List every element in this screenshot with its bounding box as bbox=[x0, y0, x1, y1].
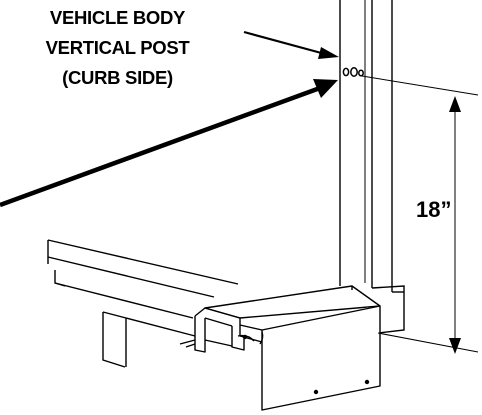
vertical-post bbox=[339, 0, 393, 292]
callout-line-3: (CURB SIDE) bbox=[62, 67, 173, 88]
dimension-label: 18” bbox=[416, 197, 452, 222]
leader-arrow-holes bbox=[0, 79, 338, 208]
callout-line-2: VERTICAL POST bbox=[45, 37, 190, 58]
bracket-screws bbox=[242, 334, 370, 395]
bolt-holes bbox=[342, 67, 364, 77]
dimension-18in bbox=[361, 75, 479, 353]
leader-arrow-post bbox=[243, 30, 339, 59]
callout-label: VEHICLE BODY VERTICAL POST (CURB SIDE) bbox=[0, 3, 235, 93]
dimension-arrowheads bbox=[449, 96, 461, 354]
mounting-bracket bbox=[179, 285, 381, 411]
vehicle-frame bbox=[47, 239, 405, 368]
callout-line-1: VEHICLE BODY bbox=[49, 7, 186, 28]
